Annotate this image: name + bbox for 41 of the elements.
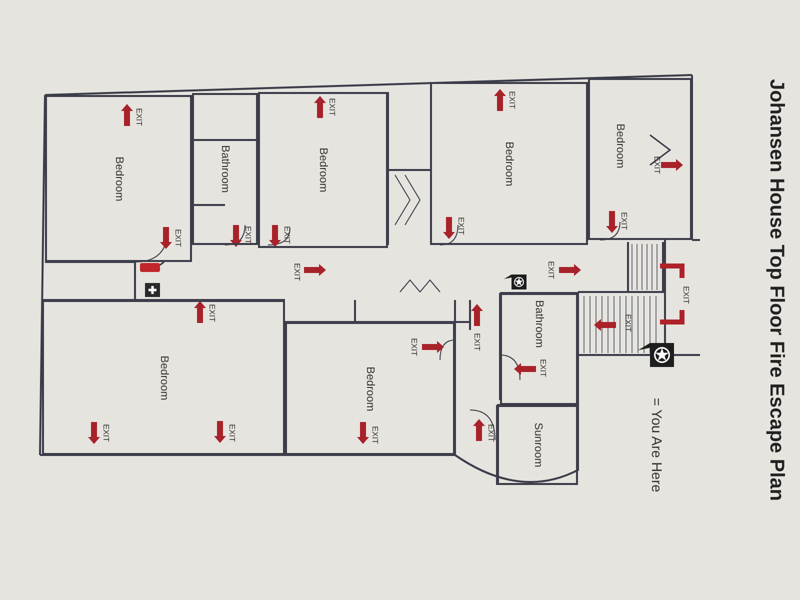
room-outline <box>258 92 388 248</box>
room-label: Bedroom <box>364 366 376 411</box>
exit-label: EXIT <box>208 304 216 322</box>
exit-label: EXIT <box>652 156 662 174</box>
exit-label: EXIT <box>292 263 302 281</box>
exit-label: EXIT <box>174 229 182 247</box>
exit-label: EXIT <box>472 333 482 351</box>
exit-label: EXIT <box>456 217 466 235</box>
exit-label: EXIT <box>134 108 144 126</box>
legend-text: = You Are Here <box>649 398 665 492</box>
room-outline <box>497 405 578 485</box>
room-label: Bedroom <box>158 355 170 400</box>
room-outline <box>588 78 692 240</box>
exit-label: EXIT <box>102 424 110 442</box>
exit-label: EXIT <box>682 286 690 304</box>
room-label: Bathroom <box>219 145 231 193</box>
title: Johansen House Top Floor Fire Escape Plan <box>764 79 788 501</box>
exit-label: EXIT <box>328 98 336 116</box>
room-outline <box>45 95 192 262</box>
exit-label: EXIT <box>486 424 496 442</box>
exit-label: EXIT <box>508 91 516 109</box>
room-outline <box>192 93 258 245</box>
exit-label: EXIT <box>244 226 252 244</box>
room-label: Bedroom <box>112 156 124 201</box>
exit-label: EXIT <box>538 359 548 377</box>
room-outline <box>500 293 578 405</box>
exit-label: EXIT <box>228 424 236 442</box>
exit-label: EXIT <box>410 338 418 356</box>
exit-label: EXIT <box>546 261 556 279</box>
exit-label: EXIT <box>620 212 628 230</box>
room-label: Bedroom <box>614 124 626 169</box>
room-label: Bedroom <box>503 141 515 186</box>
room-label: Bedroom <box>317 148 329 192</box>
room-label: Sunroom <box>532 422 544 468</box>
exit-label: EXIT <box>624 314 632 332</box>
room-label: Bathroom <box>533 300 545 348</box>
room-outline <box>285 322 455 455</box>
exit-label: EXIT <box>370 426 380 444</box>
room-outline <box>430 82 588 245</box>
exit-label: EXIT <box>282 226 292 244</box>
room-outline <box>42 300 285 455</box>
